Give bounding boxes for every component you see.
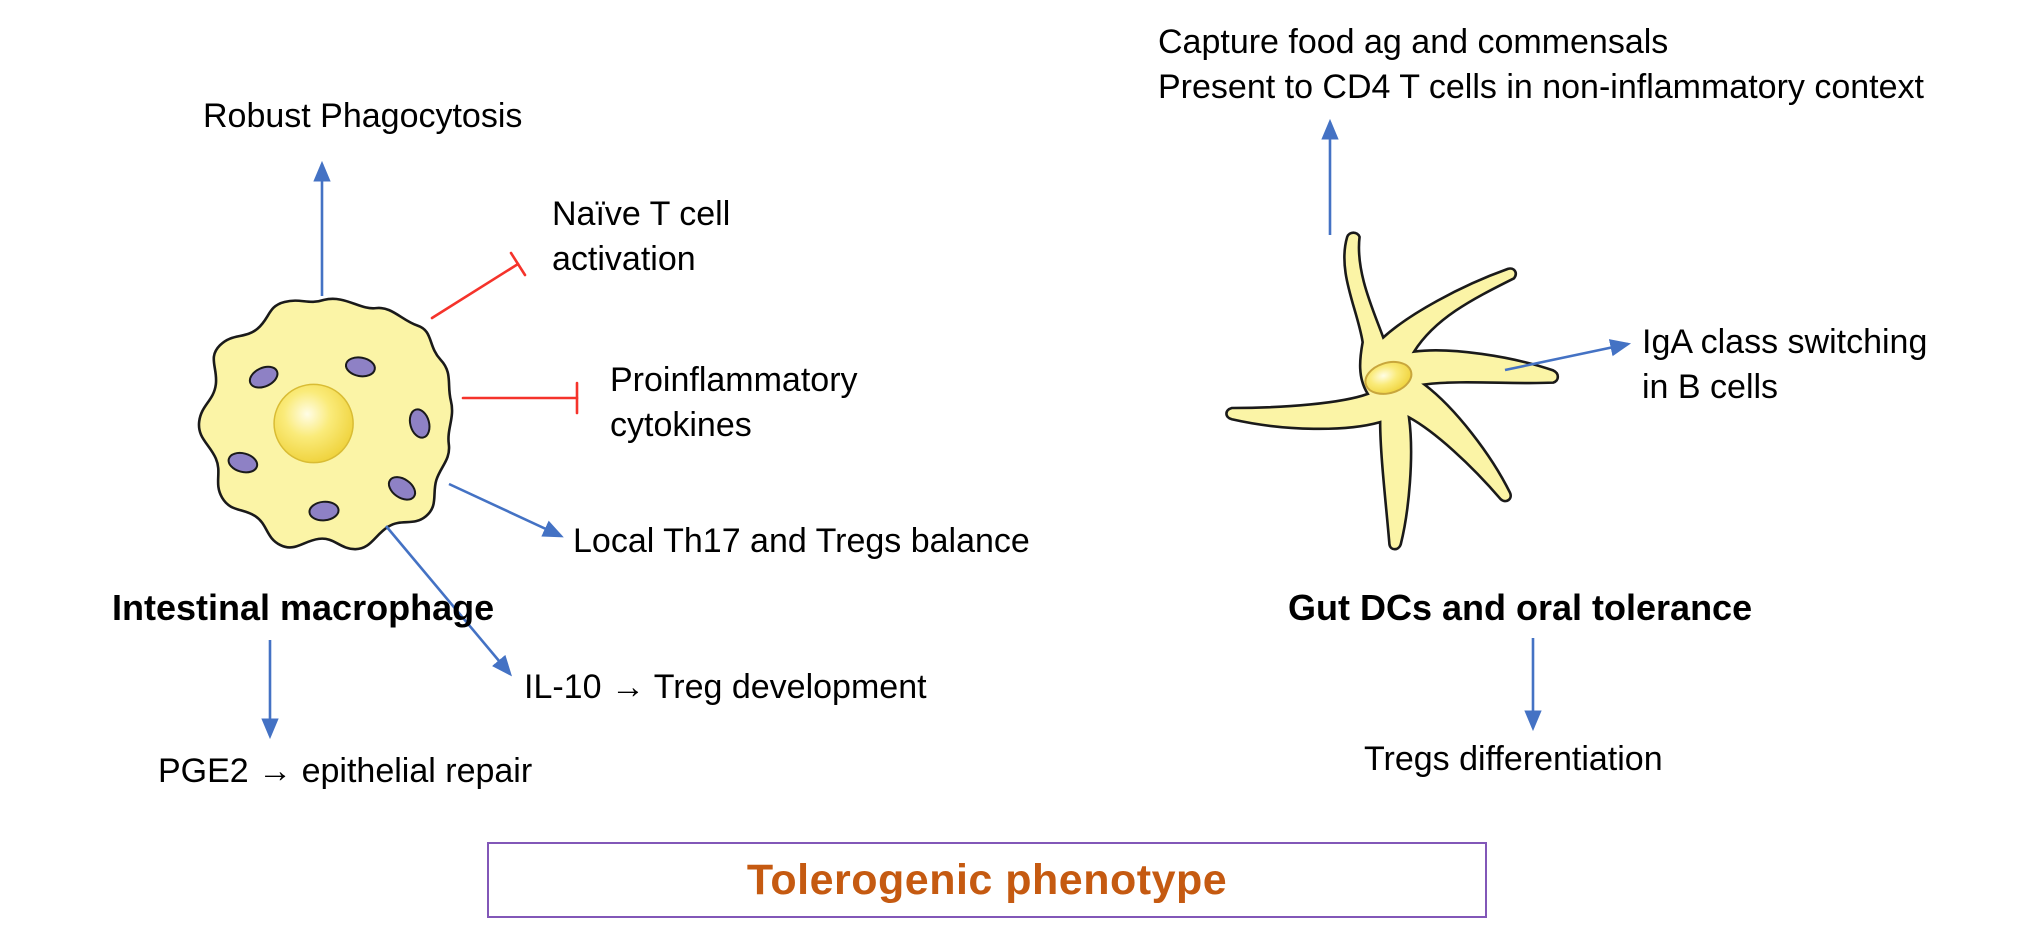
label-th17-tregs-balance: Local Th17 and Tregs balance [573,522,1030,560]
label-intestinal-macrophage: Intestinal macrophage [112,587,495,628]
macrophage-nucleus [274,384,353,462]
dendritic-nucleus [1361,356,1417,399]
organelle [385,473,420,505]
organelle [344,355,376,378]
arrow-iga [1504,339,1632,372]
label-capture-food-ag: Capture food ag and commensals Present t… [1158,23,1924,106]
label-tregs-differentiation: Tregs differentiation [1364,740,1663,778]
arrow-il10 [385,525,513,677]
label-gut-dcs-oral-tolerance: Gut DCs and oral tolerance [1288,587,1753,628]
inhibit-naive-t [430,251,527,320]
organelle [247,363,281,392]
label-il10-treg-development: IL-10 → Treg development [524,668,927,706]
organelle [226,450,259,475]
tolerogenic-phenotype-title: Tolerogenic phenotype [746,855,1228,904]
macrophage-cell [199,299,452,549]
arrow-th17 [448,482,564,538]
inhibit-proinflammatory [461,381,579,415]
tolerogenic-phenotype-box: Tolerogenic phenotype [487,842,1487,918]
label-robust-phagocytosis: Robust Phagocytosis [203,97,523,135]
label-iga-class-switching: IgA class switching in B cells [1642,323,1928,406]
dendritic-cell [1226,233,1557,550]
label-pge2-epithelial-repair: PGE2 → epithelial repair [158,752,533,790]
label-naive-t-cell-activation: Naïve T cell activation [552,195,731,278]
organelle [309,501,340,522]
organelle [407,407,433,440]
label-proinflammatory-cytokines: Proinflammatory cytokines [610,361,858,444]
